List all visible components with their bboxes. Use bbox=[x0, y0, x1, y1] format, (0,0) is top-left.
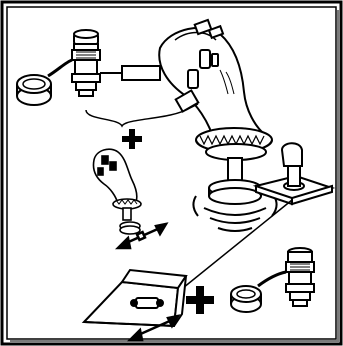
plus-sign-upper-icon bbox=[122, 129, 142, 149]
plus-sign-lower-icon bbox=[186, 286, 214, 314]
leader-line-lower bbox=[178, 200, 292, 292]
joystick-large-icon bbox=[159, 20, 276, 231]
connector-bottom-right-icon bbox=[231, 248, 314, 312]
connector-link-bar bbox=[100, 66, 160, 80]
joystick-small-icon bbox=[93, 149, 141, 234]
connector-top-left-icon bbox=[17, 30, 100, 105]
lever-pedestal-icon bbox=[256, 143, 332, 204]
